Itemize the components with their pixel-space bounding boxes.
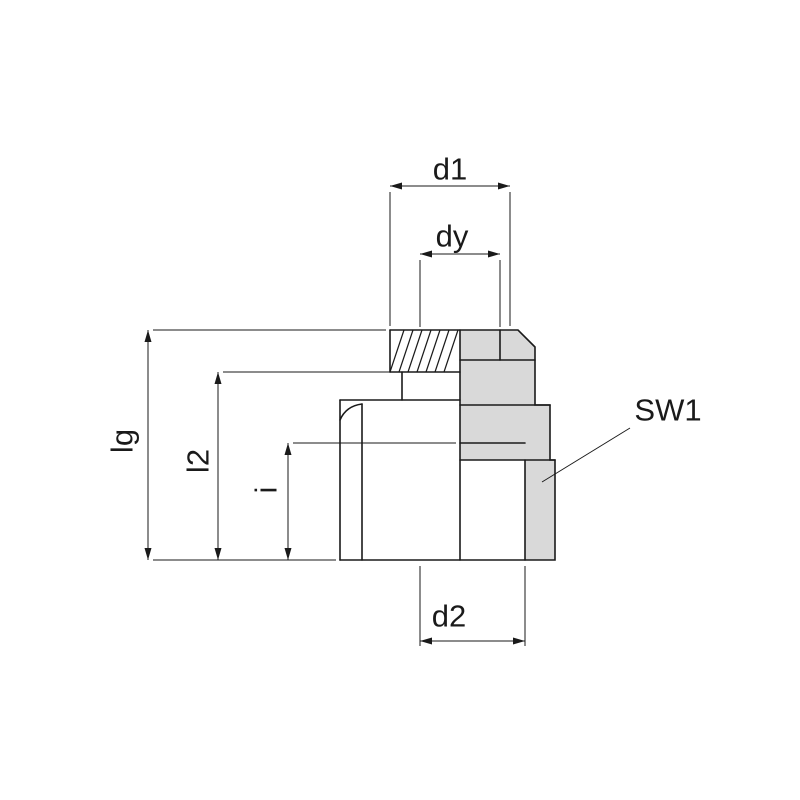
dimension-label-l2: l2 <box>180 448 216 474</box>
dimension-label-d1: d1 <box>432 151 468 187</box>
dimension-label-d2: d2 <box>431 598 467 634</box>
dimension-label-dy: dy <box>435 218 469 254</box>
section-fill <box>460 330 555 560</box>
dimension-arrowheads <box>144 182 525 645</box>
dimension-label-i: i <box>248 486 284 494</box>
part-outline <box>339 329 556 561</box>
dimension-lines <box>147 185 631 646</box>
dimension-label-sw1: SW1 <box>634 392 702 428</box>
thread-hatching-lines <box>389 329 459 373</box>
dimension-label-lg: lg <box>104 428 140 454</box>
